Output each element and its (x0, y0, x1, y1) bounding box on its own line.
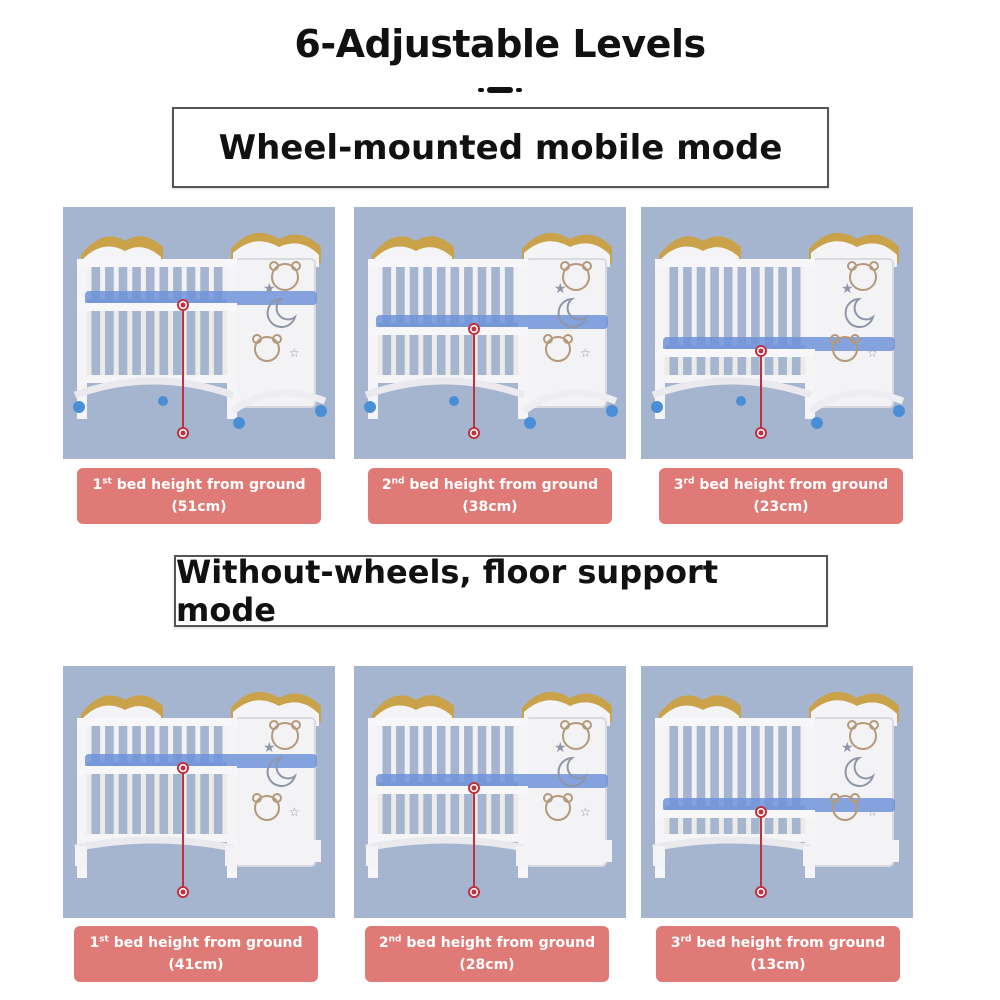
level-text: bed height from ground (111, 477, 306, 493)
level-number: 2 (381, 477, 392, 493)
level-ordinal: st (99, 934, 109, 945)
height-label-level-3-wheels: 3rd bed height from ground (23cm) (659, 468, 903, 524)
svg-text:☆: ☆ (580, 805, 591, 819)
level-text: bed height from ground (404, 477, 599, 493)
level-text: bed height from ground (694, 477, 889, 493)
svg-text:★: ★ (841, 281, 854, 297)
level-number: 1 (89, 935, 100, 951)
svg-text:☆: ☆ (289, 346, 300, 360)
level-text: bed height from ground (108, 935, 303, 951)
height-label-level-3-floor: 3rd bed height from ground (13cm) (656, 926, 900, 982)
level-text: bed height from ground (401, 935, 596, 951)
svg-text:★: ★ (263, 281, 276, 297)
level-height: (38cm) (462, 499, 518, 515)
svg-text:★: ★ (263, 740, 276, 756)
level-ordinal: nd (388, 934, 402, 945)
level-ordinal: nd (391, 476, 405, 487)
svg-text:☆: ☆ (289, 805, 300, 819)
svg-text:☆: ☆ (580, 346, 591, 360)
level-number: 2 (378, 935, 389, 951)
level-ordinal: rd (683, 476, 695, 487)
wheel-mode-heading: Wheel-mounted mobile mode (172, 107, 829, 188)
svg-text:★: ★ (554, 740, 567, 756)
svg-text:☆: ☆ (867, 805, 878, 819)
level-number: 1 (92, 477, 103, 493)
level-height: (23cm) (753, 499, 809, 515)
crib-image-level-3-floor: ★ ☆ (641, 666, 913, 918)
level-ordinal: rd (680, 934, 692, 945)
height-label-level-2-floor: 2nd bed height from ground (28cm) (365, 926, 609, 982)
crib-image-level-3-wheels: ★ ☆ (641, 207, 913, 459)
crib-image-level-2-floor: ★ ☆ (354, 666, 626, 918)
level-height: (41cm) (168, 957, 224, 973)
crib-image-level-2-wheels: ★ ☆ (354, 207, 626, 459)
height-label-level-2-wheels: 2nd bed height from ground (38cm) (368, 468, 612, 524)
divider-ornament (478, 87, 522, 93)
svg-text:★: ★ (554, 281, 567, 297)
crib-image-level-1-floor: ★ ☆ (63, 666, 335, 918)
svg-text:★: ★ (841, 740, 854, 756)
level-ordinal: st (102, 476, 112, 487)
svg-text:☆: ☆ (867, 346, 878, 360)
level-number: 3 (670, 935, 681, 951)
height-label-level-1-wheels: 1st bed height from ground (51cm) (77, 468, 321, 524)
level-number: 3 (673, 477, 684, 493)
level-height: (13cm) (750, 957, 806, 973)
page-title: 6-Adjustable Levels (294, 22, 706, 66)
crib-image-level-1-wheels: ★ ☆ (63, 207, 335, 459)
height-label-level-1-floor: 1st bed height from ground (41cm) (74, 926, 318, 982)
floor-mode-heading: Without-wheels, floor support mode (174, 553, 828, 629)
level-text: bed height from ground (691, 935, 886, 951)
level-height: (28cm) (459, 957, 515, 973)
level-height: (51cm) (171, 499, 227, 515)
